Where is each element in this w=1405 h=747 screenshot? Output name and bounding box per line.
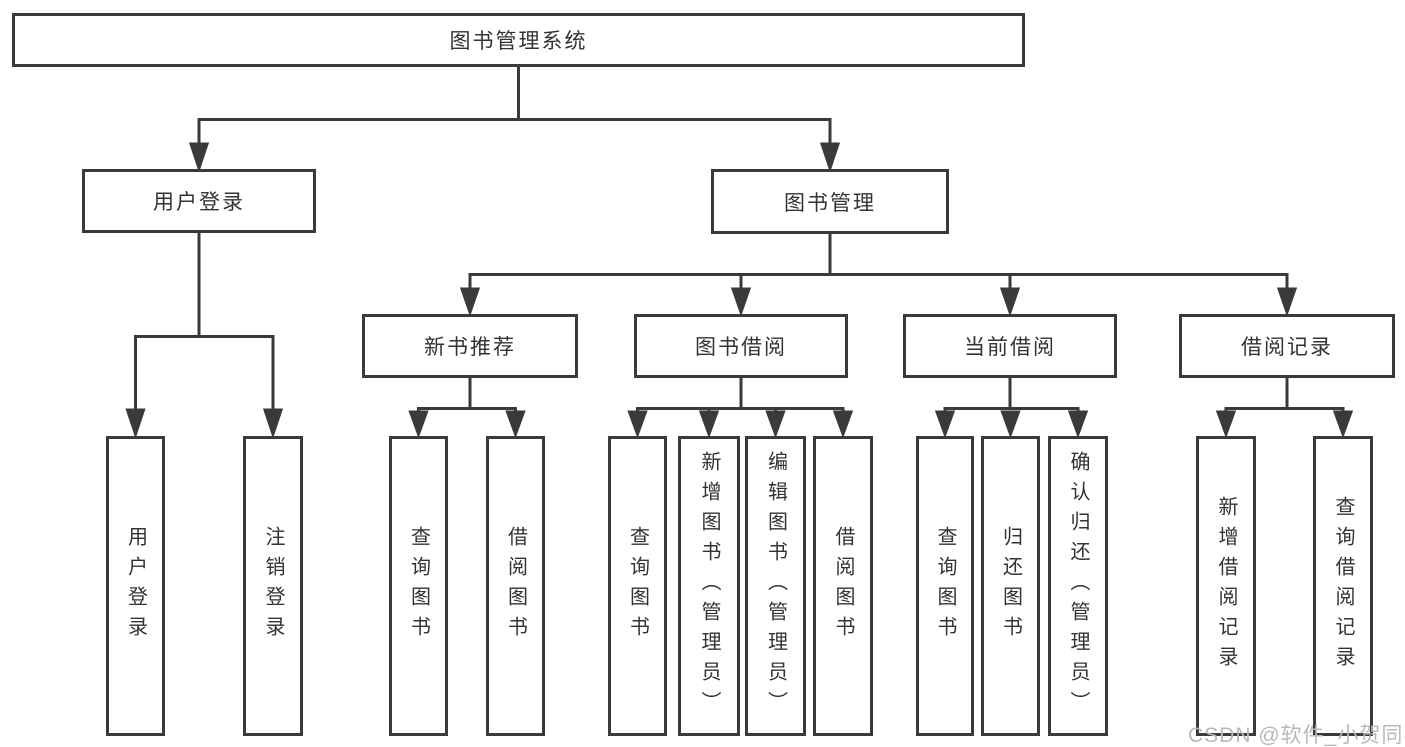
connector-book-mgmt-to-level2 <box>459 234 1298 317</box>
node-leaf-query-books-2: 查询图书 <box>608 436 667 736</box>
node-root-library-system: 图书管理系统 <box>12 13 1025 67</box>
node-leaf-query-books-1: 查询图书 <box>389 436 448 736</box>
node-leaf-return-books: 归还图书 <box>981 436 1040 736</box>
node-leaf-borrow-books-2: 借阅图书 <box>813 436 873 736</box>
connector-root-to-level1 <box>188 67 841 173</box>
connector-current-borrow-to-leaves <box>934 378 1089 439</box>
node-new-book-recommend: 新书推荐 <box>362 314 578 378</box>
node-leaf-user-login: 用户登录 <box>106 436 165 736</box>
connector-user-login-to-leaves <box>125 233 284 439</box>
connector-new-book-rec-to-leaves <box>408 378 526 439</box>
node-leaf-edit-books-admin: 编辑图书（管理员） <box>745 436 806 736</box>
node-leaf-add-borrow-record: 新增借阅记录 <box>1196 436 1256 736</box>
connector-book-borrow-to-leaves <box>627 378 854 439</box>
node-user-login: 用户登录 <box>82 169 316 233</box>
node-leaf-query-books-3: 查询图书 <box>916 436 974 736</box>
node-leaf-logout: 注销登录 <box>243 436 303 736</box>
node-book-borrow: 图书借阅 <box>634 314 848 378</box>
node-leaf-confirm-return-admin: 确认归还（管理员） <box>1048 436 1108 736</box>
node-borrow-records: 借阅记录 <box>1179 314 1395 378</box>
node-leaf-borrow-books-1: 借阅图书 <box>486 436 545 736</box>
node-leaf-add-books-admin: 新增图书（管理员） <box>678 436 740 736</box>
node-leaf-query-borrow-record: 查询借阅记录 <box>1313 436 1373 736</box>
node-current-borrow: 当前借阅 <box>903 314 1117 378</box>
connector-borrow-records-to-leaves <box>1215 378 1354 439</box>
csdn-watermark: CSDN @软件_小贺同学 <box>1188 724 1405 747</box>
node-book-management: 图书管理 <box>711 169 949 234</box>
